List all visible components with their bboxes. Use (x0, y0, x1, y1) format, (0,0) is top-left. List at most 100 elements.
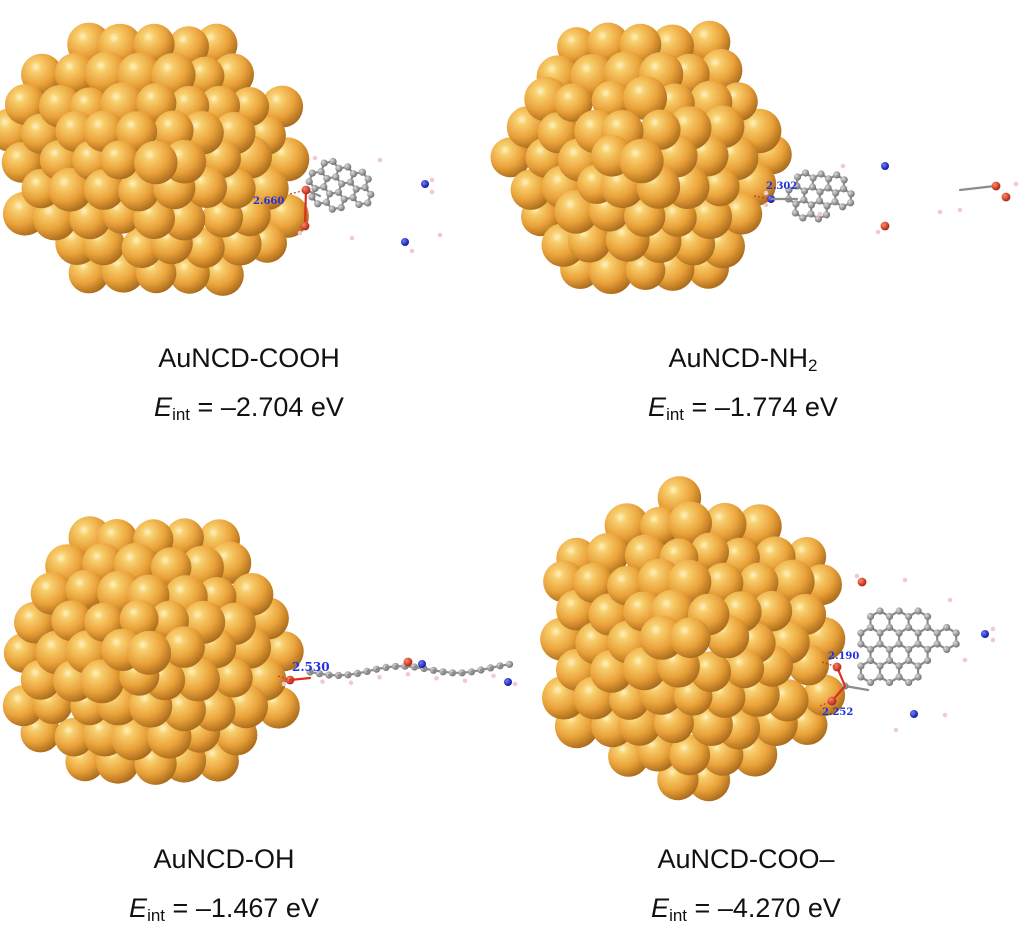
nitrogen-atom (504, 678, 512, 686)
structure-name: AuNCD-COO– (546, 842, 946, 884)
carbon-atom (506, 661, 513, 668)
carbon-atom (905, 657, 912, 664)
carbon-atom (876, 629, 883, 636)
hydrogen-atom (948, 598, 953, 603)
carbon-atom (335, 189, 342, 196)
oxygen-atom (992, 182, 1001, 191)
interaction-energy: Eint = –1.467 eV (24, 890, 424, 934)
carbon-atom (857, 662, 864, 669)
carbon-atom (857, 640, 864, 647)
carbon-atom (800, 196, 807, 203)
hydrogen-atom (903, 578, 908, 583)
carbon-atom (323, 199, 330, 206)
carbon-atom (876, 640, 883, 647)
hydrogen-atom (313, 156, 318, 161)
hydrogen-atom (377, 675, 382, 680)
carbon-atom (905, 613, 912, 620)
hydrogen-atom (818, 212, 823, 217)
hydrogen-atom (938, 210, 943, 215)
hydrogen-atom (410, 249, 415, 254)
nitrogen-atom (981, 630, 989, 638)
carbon-atom (934, 629, 941, 636)
carbon-atom (823, 211, 830, 218)
carbon-atom (794, 173, 801, 180)
hydrogen-atom (430, 178, 435, 183)
hydrogen-atom (764, 203, 769, 208)
gold-nanocluster-c (3, 516, 304, 785)
interaction-energy: Eint = –1.774 eV (543, 389, 943, 433)
carbon-atom (367, 191, 374, 198)
carbon-dot-molecule-b (754, 162, 1018, 234)
structure-name: AuNCD-OH (24, 842, 424, 884)
carbon-atom (886, 646, 893, 653)
hydrogen-atom (855, 574, 860, 579)
carbon-atom (338, 180, 345, 187)
distance-label-b: 2.302 (766, 181, 797, 192)
carbon-atom (815, 215, 822, 222)
carbon-atom (833, 171, 840, 178)
carbon-atom (924, 657, 931, 664)
carbon-atom (896, 673, 903, 680)
gold-nanocluster-a (0, 23, 309, 296)
carbon-atom (867, 679, 874, 686)
hydrogen-atom (298, 231, 303, 236)
carbon-atom (832, 189, 839, 196)
carbon-atom (867, 624, 874, 631)
carbon-atom (335, 165, 342, 172)
oxygen-atom (301, 222, 310, 231)
interaction-energy: Eint = –2.704 eV (49, 389, 449, 433)
carbon-atom (823, 202, 830, 209)
hydrogen-atom (991, 638, 996, 643)
gold-nanocluster-d (540, 476, 845, 801)
carbon-atom (840, 185, 847, 192)
distance-label-a: 2.660 (253, 196, 284, 207)
hydrogen-atom (378, 158, 383, 163)
carbon-atom (816, 197, 823, 204)
carbon-atom (362, 184, 369, 191)
carbon-atom (896, 640, 903, 647)
carbon-atom (915, 607, 922, 614)
hydrogen-atom (963, 658, 968, 663)
carbon-atom (876, 662, 883, 669)
carbon-atom (338, 204, 345, 211)
carbon-atom (808, 201, 815, 208)
nitrogen-atom (401, 238, 409, 246)
carbon-atom (886, 613, 893, 620)
carbon-atom (311, 185, 318, 192)
carbon-atom (321, 160, 328, 167)
carbon-atom (801, 187, 808, 194)
carbon-atom (841, 176, 848, 183)
carbon-atom (314, 200, 321, 207)
gold-atom (127, 631, 171, 675)
carbon-atom (799, 214, 806, 221)
carbon-atom (896, 629, 903, 636)
hydrogen-atom (513, 682, 518, 687)
carbon-atom (867, 613, 874, 620)
carbon-atom (924, 613, 931, 620)
interaction-energy: Eint = –4.270 eV (546, 890, 946, 934)
carbon-atom (816, 188, 823, 195)
hydrogen-atom (943, 713, 948, 718)
bond (305, 190, 306, 226)
hydrogen-atom (991, 627, 996, 632)
carbon-atom (924, 646, 931, 653)
hydrogen-atom (406, 672, 411, 677)
carbon-atom (792, 200, 799, 207)
nitrogen-atom (881, 162, 889, 170)
structure-name: AuNCD-COOH (49, 341, 449, 383)
hydrogen-atom (282, 682, 287, 687)
gold-atom (100, 140, 139, 179)
carbon-atom (953, 629, 960, 636)
oxygen-atom (404, 658, 413, 667)
carbon-atom (818, 170, 825, 177)
oxygen-atom (1002, 193, 1011, 202)
carbon-atom (350, 170, 357, 177)
carbon-atom (810, 174, 817, 181)
gold-atom (619, 139, 663, 183)
carbon-atom (848, 190, 855, 197)
distance-label-c: 2.530 (292, 660, 330, 674)
carbon-atom (306, 178, 313, 185)
hydrogen-atom (841, 164, 846, 169)
nitrogen-atom (418, 660, 426, 668)
carbon-atom (934, 640, 941, 647)
